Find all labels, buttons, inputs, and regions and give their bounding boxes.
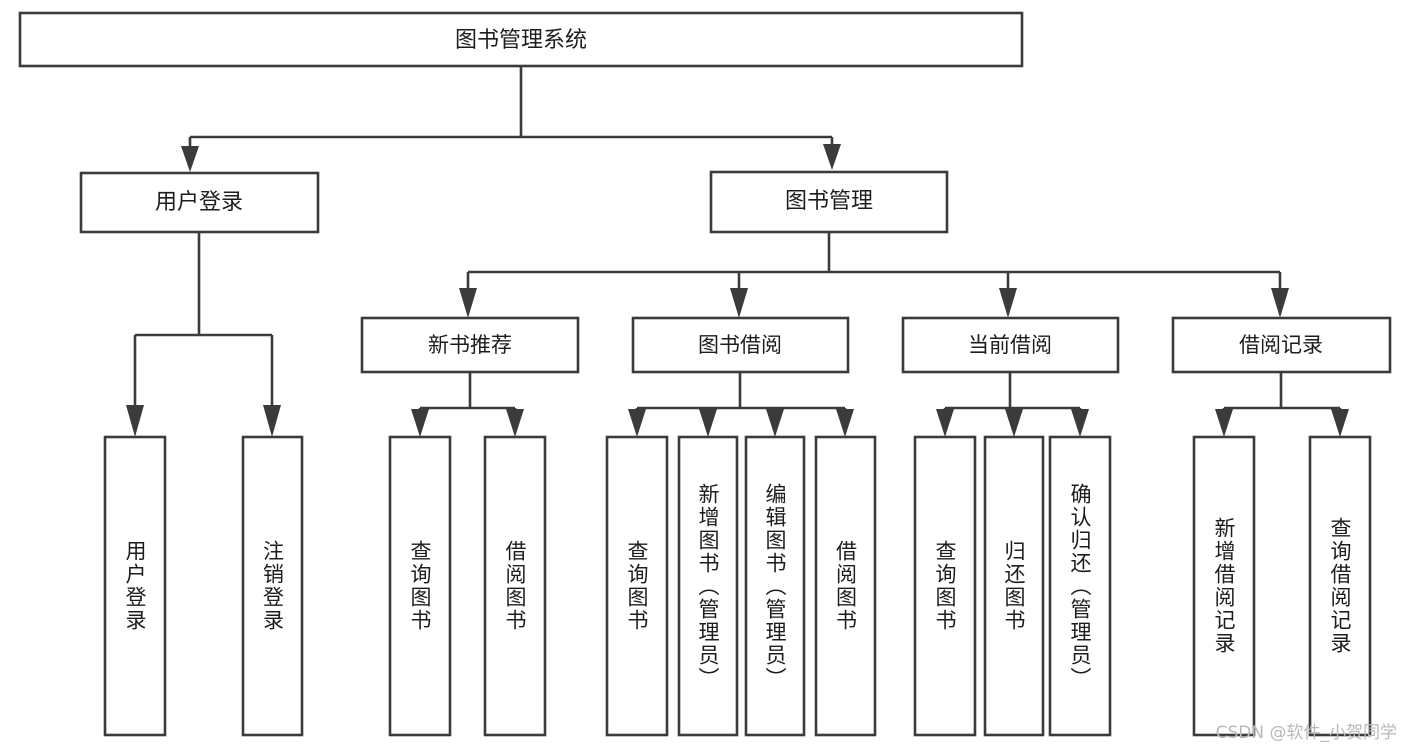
node-book-borrow-box[interactable] — [631, 316, 850, 374]
edge-group-book-borrow — [628, 372, 854, 437]
leaf-add-record-box[interactable] — [1192, 435, 1256, 737]
node-new-book-rec-box[interactable] — [360, 316, 580, 374]
arrowhead-l-add-record — [1215, 409, 1233, 437]
arrowhead-l-edit-book — [766, 409, 784, 437]
arrowhead-current-borrow — [999, 288, 1017, 318]
node-borrow-record-box[interactable] — [1171, 316, 1392, 374]
leaf-logout-box[interactable] — [241, 435, 304, 737]
leaf-borrow-book-2-box[interactable] — [814, 435, 877, 737]
node-root[interactable]: 图书管理系统 — [18, 11, 1024, 68]
edge-group-root — [181, 66, 841, 172]
arrowhead-new-book-rec — [459, 288, 477, 318]
leaf-borrow-book-1-box[interactable] — [483, 435, 547, 737]
node-new-book-rec-label: 新书推荐 — [428, 333, 512, 357]
node-user-login-box[interactable] — [79, 171, 320, 234]
leaf-add-book-box[interactable] — [677, 435, 739, 737]
edge-group-user-login — [126, 232, 281, 437]
node-borrow-record-label: 借阅记录 — [1239, 333, 1323, 357]
node-book-manage-box[interactable] — [709, 170, 949, 234]
arrowhead-l-logout — [263, 405, 281, 437]
node-user-login-label: 用户登录 — [155, 190, 243, 215]
arrowhead-l-query-book-1 — [411, 409, 429, 437]
leaf-return-book-box[interactable] — [983, 435, 1045, 737]
edge-group-current-borrow — [936, 372, 1089, 437]
arrowhead-borrow-record — [1271, 288, 1289, 318]
leaf-query-book-3-box[interactable] — [913, 435, 977, 737]
arrowhead-l-return-book — [1005, 409, 1023, 437]
arrowhead-l-query-book-2 — [628, 409, 646, 437]
leaf-query-book-1-box[interactable] — [388, 435, 452, 737]
node-book-manage-label: 图书管理 — [785, 189, 873, 214]
node-current-borrow[interactable]: 当前借阅 — [901, 316, 1120, 374]
arrowhead-l-add-book — [699, 409, 717, 437]
arrowhead-book-borrow — [730, 288, 748, 318]
arrowhead-book-manage — [823, 144, 841, 170]
leaf-confirm-return-box[interactable] — [1048, 435, 1112, 737]
arrowhead-l-borrow-book-2 — [836, 409, 854, 437]
node-current-borrow-label: 当前借阅 — [968, 333, 1052, 357]
edge-group-borrow-record — [1215, 372, 1349, 437]
node-book-manage[interactable]: 图书管理 — [709, 170, 949, 234]
node-borrow-record[interactable]: 借阅记录 — [1171, 316, 1392, 374]
leaf-query-book-2-box[interactable] — [605, 435, 669, 737]
leaf-query-record-box[interactable] — [1308, 435, 1372, 737]
arrowhead-l-confirm-return — [1071, 409, 1089, 437]
arrowhead-l-query-book-3 — [936, 409, 954, 437]
arrowhead-l-user-login — [126, 405, 144, 437]
leaf-user-login-box[interactable] — [103, 435, 167, 737]
node-root-label: 图书管理系统 — [455, 28, 587, 53]
arrowhead-l-query-record — [1331, 409, 1349, 437]
leaf-edit-book-box[interactable] — [744, 435, 806, 737]
edge-group-new-book-rec — [411, 372, 524, 437]
node-current-borrow-box[interactable] — [901, 316, 1120, 374]
node-new-book-rec[interactable]: 新书推荐 — [360, 316, 580, 374]
arrowhead-l-borrow-book-1 — [506, 409, 524, 437]
node-user-login[interactable]: 用户登录 — [79, 171, 320, 234]
arrowhead-user-login — [181, 146, 199, 172]
edge-group-book-manage — [459, 232, 1289, 318]
watermark-text: CSDN @软件_小贺同学 — [1215, 723, 1397, 743]
node-book-borrow[interactable]: 图书借阅 — [631, 316, 850, 374]
node-root-box[interactable] — [18, 11, 1024, 68]
node-book-borrow-label: 图书借阅 — [698, 333, 782, 357]
